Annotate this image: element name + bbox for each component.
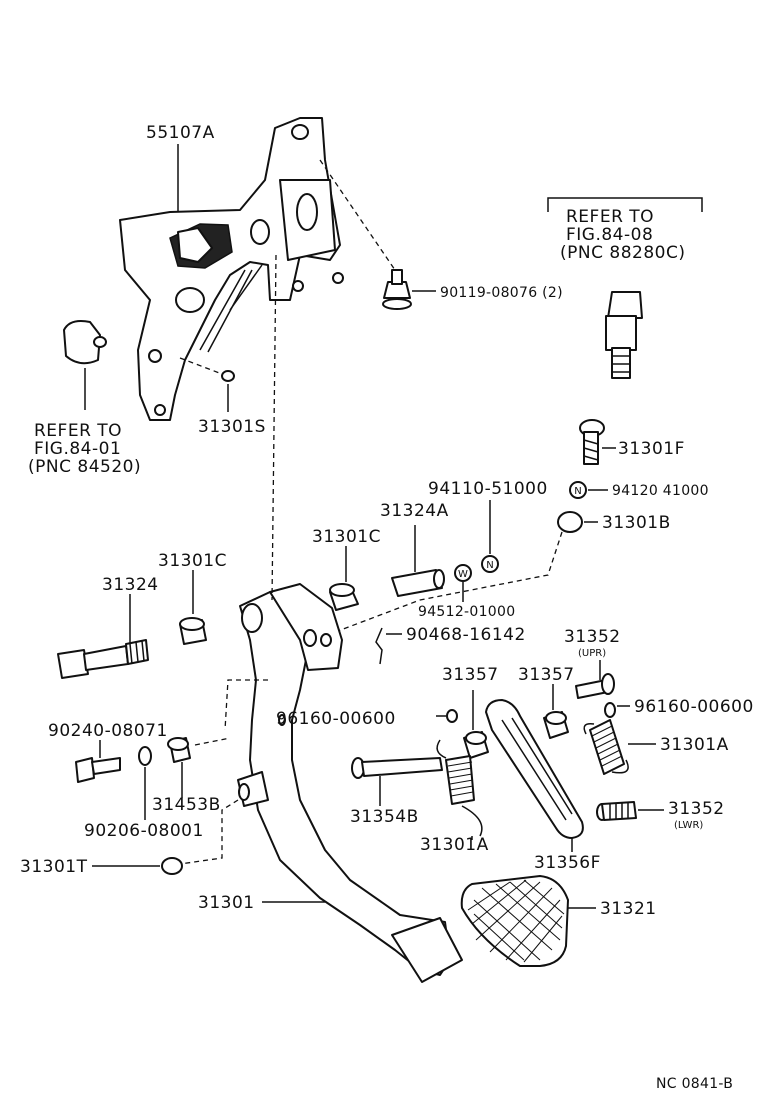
label-31301C-right: 31301C	[312, 527, 381, 547]
clip-31301S	[221, 370, 235, 382]
spring-31301A-upper	[583, 719, 629, 775]
dash-31301T	[179, 799, 239, 865]
ref-left-line3: (PNC 84520)	[28, 457, 141, 477]
marker-n	[481, 555, 499, 573]
marker-w	[454, 564, 472, 582]
pad-31321	[460, 875, 569, 967]
ref-bracket-top	[547, 197, 703, 212]
bracket-55107A	[119, 117, 344, 421]
ref-top-line2: FIG.84-08	[566, 225, 653, 245]
label-31354B: 31354B	[350, 807, 419, 827]
label-90468: 90468-16142	[406, 625, 526, 645]
label-31357-right: 31357	[518, 665, 575, 685]
bushing-31301C-right	[329, 583, 359, 611]
label-upr: (UPR)	[578, 648, 606, 659]
marker-w-text: W	[458, 569, 468, 580]
label-31301F: 31301F	[618, 439, 685, 459]
bushing-31357-left	[463, 731, 489, 759]
pin-90240	[75, 757, 121, 783]
label-31321: 31321	[600, 899, 657, 919]
label-94512: 94512-01000	[418, 604, 515, 620]
label-31301B: 31301B	[602, 513, 671, 533]
leader-31301S-dash	[179, 357, 223, 375]
label-31356F: 31356F	[534, 853, 601, 873]
label-90119: 90119-08076 (2)	[440, 285, 563, 301]
label-31324: 31324	[102, 575, 159, 595]
label-96160-left: 96160-00600	[276, 709, 396, 729]
spring-31301A-lower	[436, 739, 483, 837]
ref-left-line1: REFER TO	[34, 421, 122, 441]
label-31301T: 31301T	[20, 857, 88, 877]
ref-left-line2: FIG.84-01	[34, 439, 121, 459]
leader-bolt	[319, 159, 396, 271]
pedal-31301	[237, 583, 463, 983]
label-31357-left: 31357	[442, 665, 499, 685]
clip-90468	[375, 627, 383, 665]
bushing-31357-right	[543, 711, 569, 739]
label-90240: 90240-08071	[48, 721, 168, 741]
bushing-31301C-left	[179, 617, 207, 645]
label-31301A-lower: 31301A	[420, 835, 489, 855]
label-90206: 90206-08001	[84, 821, 204, 841]
bolt-31301F	[579, 419, 605, 465]
dash-31301B	[329, 531, 563, 635]
pin-31352-lwr	[596, 801, 637, 821]
nut-96160-right	[604, 702, 616, 718]
label-31301: 31301	[198, 893, 255, 913]
bushing-31453B	[167, 737, 191, 763]
label-31301C-left: 31301C	[158, 551, 227, 571]
ref-top-line3: (PNC 88280C)	[560, 243, 685, 263]
nut-96160-left	[446, 709, 458, 723]
label-31352-upr: 31352	[564, 627, 621, 647]
label-31301A-upper: 31301A	[660, 735, 729, 755]
washer-90206	[138, 746, 152, 766]
label-31453B: 31453B	[152, 795, 221, 815]
label-94110: 94110-51000	[428, 479, 548, 499]
marker-n-text: N	[486, 560, 493, 571]
lever-31356F	[485, 699, 584, 839]
bushing-ref-left	[63, 320, 107, 365]
clip-31301T	[161, 857, 183, 875]
cap-31301B	[557, 511, 583, 533]
dash-31453B-b	[194, 737, 231, 746]
pin-31324A	[391, 569, 445, 597]
dash-pedal-bracket	[271, 254, 277, 601]
label-55107A: 55107A	[146, 123, 215, 143]
label-31301S: 31301S	[198, 417, 266, 437]
marker-n-top	[569, 481, 587, 499]
marker-n-top-text: N	[574, 486, 581, 497]
label-94120: 94120 41000	[612, 483, 709, 499]
label-96160-right: 96160-00600	[634, 697, 754, 717]
bolt-31324	[57, 639, 149, 679]
stop-lamp-switch	[605, 291, 643, 379]
bolt-90119	[382, 269, 412, 310]
dash-31453B	[224, 679, 268, 731]
pin-31352-upr	[575, 673, 615, 699]
ref-top-line1: REFER TO	[566, 207, 654, 227]
footer-code: NC 0841-B	[656, 1076, 733, 1092]
label-31352-lwr: 31352	[668, 799, 725, 819]
pin-31354B	[351, 757, 443, 779]
label-lwr: (LWR)	[674, 820, 703, 831]
label-31324A: 31324A	[380, 501, 449, 521]
